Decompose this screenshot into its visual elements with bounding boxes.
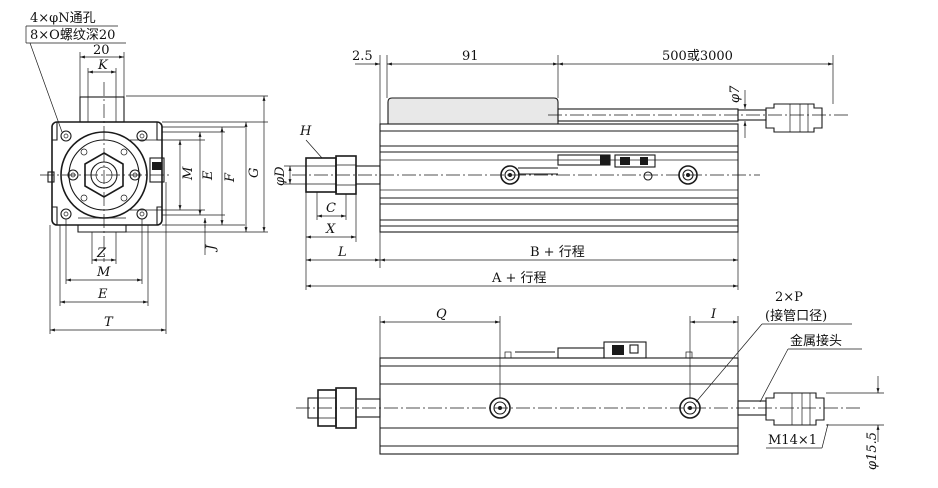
note-holes-through: 4×φN通孔 <box>30 11 96 26</box>
dim-h: H <box>299 124 312 139</box>
callout-metal-connector: 金属接头 <box>790 333 842 349</box>
dim-91: 91 <box>462 49 479 64</box>
dim-500-3000: 500或3000 <box>662 49 733 64</box>
dim-e-vertical: E <box>201 170 216 181</box>
front-top-boss <box>79 96 125 123</box>
dim-m-vertical: M <box>181 166 196 181</box>
callout-port-count: 2×P <box>775 290 803 305</box>
dim-c: C <box>326 201 336 216</box>
bottom-sensor <box>557 347 605 359</box>
dim-t: T <box>104 315 114 330</box>
front-view: 4×φN通孔 8×O螺纹深20 20 K M E F G <box>25 11 268 334</box>
dim-2-5: 2.5 <box>352 49 373 64</box>
dim-j: J <box>204 244 219 253</box>
dim-k: K <box>97 58 109 73</box>
side-connector <box>765 103 823 133</box>
dim-b-stroke: B + 行程 <box>530 245 585 260</box>
dim-g-vertical: G <box>247 168 262 178</box>
dim-a-stroke: A + 行程 <box>491 271 547 286</box>
front-bottom-lug <box>77 225 127 233</box>
dim-phi7: φ7 <box>728 85 743 103</box>
callout-thread-spec: M14×1 <box>768 433 817 448</box>
dim-phi15-5: φ15.5 <box>865 432 880 470</box>
side-body <box>379 123 739 233</box>
side-view: 2.5 91 500或3000 φ7 H φD C X L B + 行程 A <box>273 49 850 290</box>
bottom-view: Q I 2×P (接管口径) 金属接头 M14×1 φ15.5 <box>296 290 884 470</box>
note-holes-threaded: 8×O螺纹深20 <box>30 28 115 43</box>
dim-phi-d: φD <box>273 166 288 186</box>
dim-x: X <box>325 222 336 237</box>
dim-z: Z <box>96 246 107 261</box>
bottom-connector <box>765 392 825 426</box>
side-top-cover <box>387 97 559 125</box>
dim-f-vertical: F <box>223 172 238 183</box>
front-sensor-block <box>149 157 165 183</box>
dim-l: L <box>337 245 347 260</box>
dim-e-horizontal: E <box>97 287 108 302</box>
dim-q: Q <box>436 307 447 322</box>
callout-port-desc: (接管口径) <box>765 308 827 324</box>
dim-i: I <box>710 307 717 322</box>
dim-m-horizontal: M <box>96 265 111 280</box>
dim-20: 20 <box>93 43 110 58</box>
